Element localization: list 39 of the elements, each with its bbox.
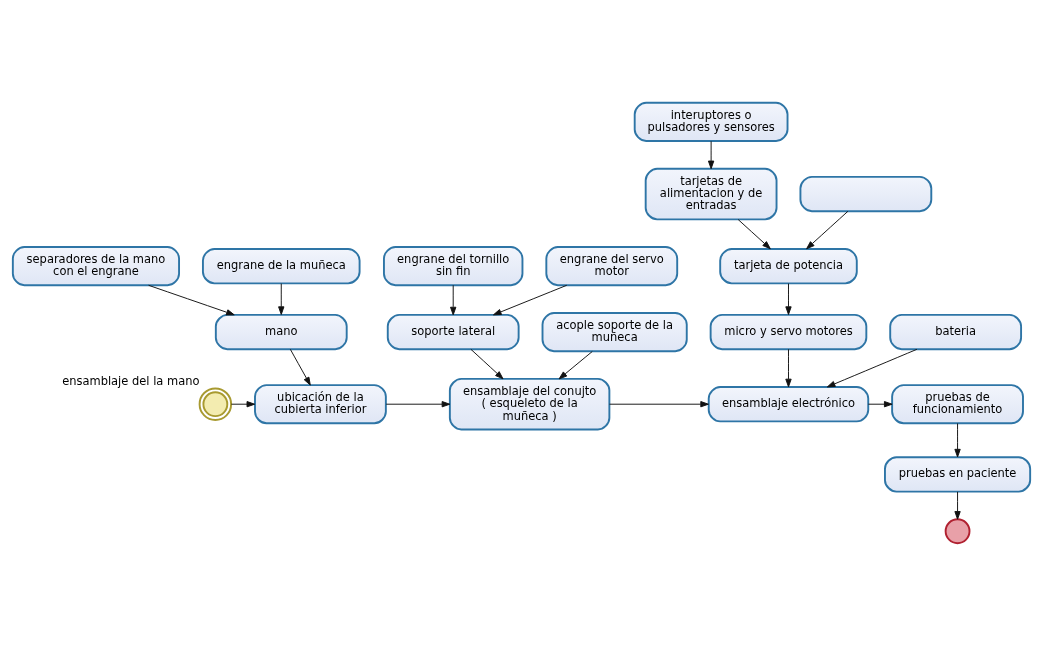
arrow [707,140,715,170]
arrow [289,348,311,386]
arrow [826,348,918,388]
arrow [609,401,709,408]
node-box: separadores de la mano con el engrane [11,246,180,287]
node-box: mano [214,313,348,351]
node-box: pruebas en paciente [884,456,1032,493]
node-box: ubicación de la cubierta inferior [254,384,387,425]
node-box: ensamblaje del conujto ( esqueleto de la muñeca ) [448,377,611,431]
arrow [148,284,235,316]
arrow [230,401,256,408]
node-box: engrane del tornillo sin fin [383,246,524,287]
node-box: soporte lateral [386,313,520,351]
node-circle [944,518,971,545]
node-box: ensamblaje electrónico [707,386,870,423]
node-box: interuptores o pulsadores y sensores [633,101,789,142]
arrow [385,401,451,408]
arrow [470,348,504,380]
arrow [492,284,568,316]
arrow [278,283,285,315]
node-box: tarjeta de potencia [719,248,858,285]
node-label: ensamblaje del la mano [62,374,200,389]
arrow [867,401,893,408]
arrow [806,210,849,250]
node-box: pruebas de funcionamiento [891,384,1024,425]
node-box: engrane de la muñeca [201,248,361,285]
node-box: bateria [889,313,1023,351]
arrow [558,351,593,380]
arrow [954,422,961,458]
node-box [799,175,933,213]
node-box: micro y servo motores [709,313,868,351]
arrow [737,219,771,250]
node-box: engrane del servo motor [545,246,679,287]
arrow [450,284,457,316]
arrow [785,283,792,315]
arrow [954,491,961,520]
node-box: acople soporte de la muñeca [541,312,688,353]
node-box: tarjetas de alimentacion y de entradas [644,167,778,221]
arrow [785,348,792,388]
